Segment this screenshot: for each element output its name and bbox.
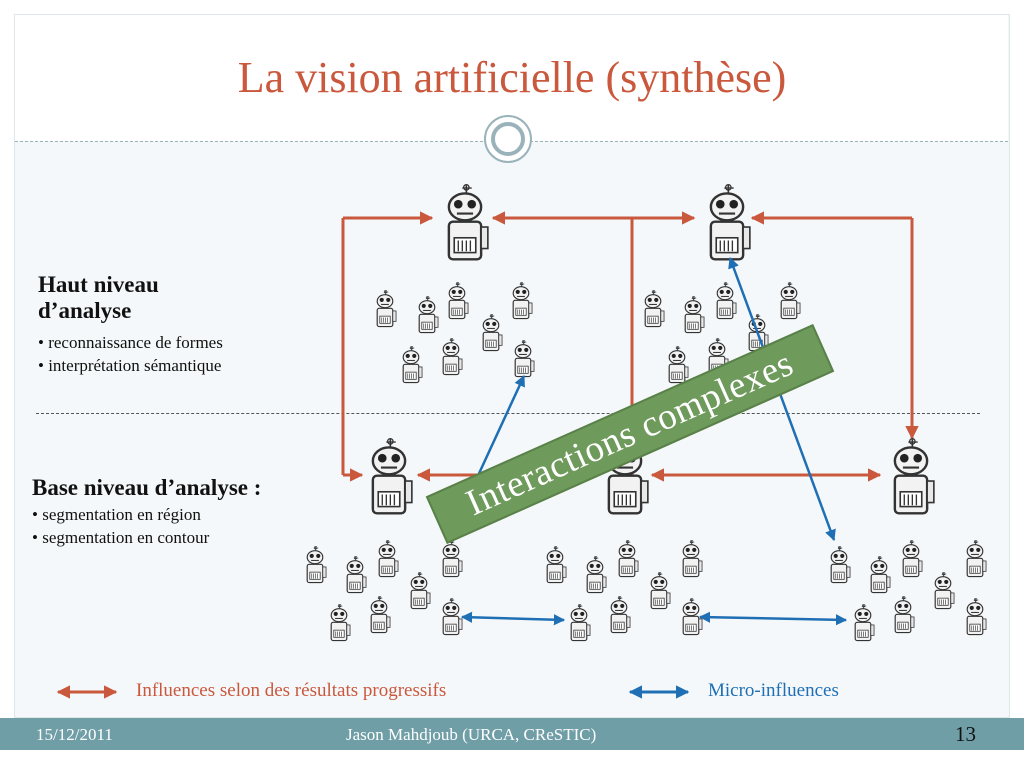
robot-agent-icon <box>346 556 367 594</box>
robot-agent-icon <box>442 338 463 376</box>
high-level-heading-line1: Haut niveau <box>38 272 159 297</box>
circle-ornament-icon <box>484 115 532 163</box>
blue-arrow <box>460 611 566 626</box>
robot-agent-icon <box>618 540 639 578</box>
legend-blue-label: Micro-influences <box>708 680 839 701</box>
robot-agent-icon <box>966 540 987 578</box>
low-level-heading: Base niveau d’analyse : <box>32 475 262 500</box>
robot-agent-icon <box>716 282 737 320</box>
robot-agent-icon <box>684 296 705 334</box>
blue-arrow <box>728 256 836 542</box>
robot-agent-icon <box>512 282 533 320</box>
list-item: • interprétation sémantique <box>38 356 222 375</box>
footer-author: Jason Mahdjoub (URCA, CReSTIC) <box>346 725 597 744</box>
high-level-list: • reconnaissance de formes • interprétat… <box>38 331 223 377</box>
robot-agent-icon <box>442 540 463 578</box>
agent-cluster-high-left <box>376 282 535 384</box>
robot-agent-icon <box>870 556 891 594</box>
robot-agent-icon <box>482 314 503 352</box>
robot-agent-icon <box>644 290 665 328</box>
list-item: • reconnaissance de formes <box>38 333 223 352</box>
robot-agent-icon <box>586 556 607 594</box>
robot-agent-icon <box>330 604 351 642</box>
robot-agent-icon <box>709 184 752 261</box>
agent-cluster-low-right <box>830 540 987 642</box>
robot-agent-icon <box>650 572 671 610</box>
robot-agent-icon <box>370 596 391 634</box>
robot-agent-icon <box>448 282 469 320</box>
robot-agent-icon <box>306 546 327 584</box>
list-item: • segmentation en région <box>32 505 201 524</box>
robot-agent-icon <box>966 598 987 636</box>
low-level-list: • segmentation en région • segmentation … <box>32 503 209 549</box>
blue-arrow <box>698 611 848 626</box>
robot-agent-icon <box>902 540 923 578</box>
robot-agent-icon <box>402 346 423 384</box>
robot-agent-icon <box>934 572 955 610</box>
robot-agent-icon <box>854 604 875 642</box>
robot-agent-icon <box>780 282 801 320</box>
robot-agent-icon <box>682 598 703 636</box>
robot-agent-icon <box>668 346 689 384</box>
robot-agent-icon <box>682 540 703 578</box>
robot-agent-icon <box>376 290 397 328</box>
robot-agent-icon <box>830 546 851 584</box>
slide-title: La vision artificielle (synthèse) <box>237 53 787 102</box>
robot-agent-icon <box>514 340 535 378</box>
robot-agent-icon <box>378 540 399 578</box>
high-level-heading-line2: d’analyse <box>38 298 132 323</box>
robot-agent-icon <box>410 572 431 610</box>
page-number: 13 <box>955 722 976 746</box>
legend-orange-label: Influences selon des résultats progressi… <box>136 680 447 701</box>
footer-bar: 15/12/2011 Jason Mahdjoub (URCA, CReSTIC… <box>0 718 1024 750</box>
robot-agent-icon <box>418 296 439 334</box>
robot-agent-icon <box>442 598 463 636</box>
agent-cluster-low-middle <box>546 540 703 642</box>
list-item: • segmentation en contour <box>32 528 210 547</box>
robot-agent-icon <box>570 604 591 642</box>
blue-connections <box>450 256 848 626</box>
robot-agent-icon <box>610 596 631 634</box>
agent-cluster-low-left <box>306 540 463 642</box>
robot-agent-icon <box>447 184 490 261</box>
robot-agent-icon <box>893 438 936 515</box>
robot-agent-icon <box>546 546 567 584</box>
robot-agent-icon <box>894 596 915 634</box>
footer-date: 15/12/2011 <box>36 725 113 744</box>
high-level-heading: Haut niveau d’analyse <box>38 272 159 324</box>
robot-agent-icon <box>371 438 414 515</box>
